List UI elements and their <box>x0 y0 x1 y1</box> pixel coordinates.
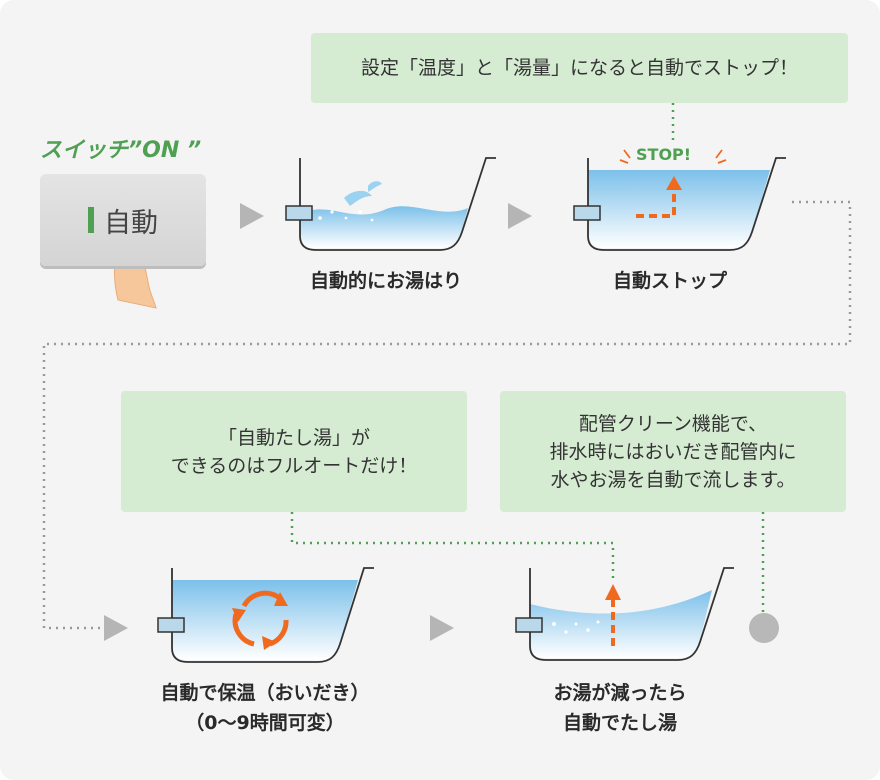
note-fullauto-line-2: できるのはフルオートだけ！ <box>170 454 418 477</box>
step-top-up-line-2: 自動でたし湯 <box>562 712 677 734</box>
note-stop-text: 設定「温度」と「湯量」になると自動でストップ！ <box>360 57 798 79</box>
step-top-up-label: お湯が減ったら 自動でたし湯 <box>520 678 720 738</box>
step-keep-warm-line-2: （0〜9時間可変） <box>185 712 345 734</box>
step-top-up-line-1: お湯が減ったら <box>553 682 687 704</box>
note-stop: 設定「温度」と「湯量」になると自動でストップ！ <box>311 33 848 103</box>
note-cleaning-line-2: 排水時にはおいだき配管内に <box>549 440 797 463</box>
drain-node <box>749 613 779 643</box>
bathtub-stop-icon <box>573 149 786 251</box>
auto-switch-button: 自動 <box>40 174 206 266</box>
bathtub-keep-warm-icon <box>157 567 374 663</box>
switch-title: スイッチ”ON ” <box>40 138 202 163</box>
stop-badge: STOP! <box>636 145 692 164</box>
step-keep-warm-line-1: 自動で保温（おいだき） <box>160 682 370 704</box>
flow-arrow-1 <box>240 203 264 229</box>
flow-arrow-2 <box>508 203 532 229</box>
gray-dotted-connector <box>42 200 852 630</box>
flow-arrow-4 <box>430 615 454 641</box>
step-stop-label: 自動ストップ <box>612 270 727 292</box>
step-fill-label: 自動的にお湯はり <box>309 270 462 292</box>
note-fullauto-line-1: 「自動たし湯」が <box>217 426 370 449</box>
flow-arrow-3 <box>104 615 128 641</box>
switch-indicator <box>88 207 94 233</box>
step-keep-warm-label: 自動で保温（おいだき） （0〜9時間可変） <box>130 678 400 738</box>
note-cleaning-line-1: 配管クリーン機能で、 <box>578 412 768 435</box>
bathtub-top-up-icon <box>515 567 734 661</box>
bathtub-filling-icon <box>285 157 496 251</box>
green-dotted-connectors <box>290 103 765 612</box>
note-fullauto: 「自動たし湯」が できるのはフルオートだけ！ <box>121 391 467 512</box>
switch-button-label: 自動 <box>104 207 158 239</box>
note-cleaning-line-3: 水やお湯を自動で流します。 <box>550 468 796 491</box>
note-cleaning: 配管クリーン機能で、 排水時にはおいだき配管内に 水やお湯を自動で流します。 <box>500 391 846 512</box>
